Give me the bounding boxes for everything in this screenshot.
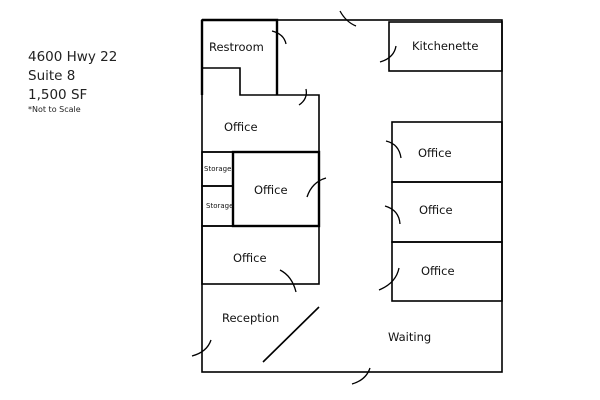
room-office-r3: Office — [421, 264, 455, 278]
room-storage1: Storage — [204, 165, 231, 173]
room-office-r1: Office — [418, 146, 452, 160]
office3-wall — [201, 225, 320, 285]
door-office1 — [298, 88, 307, 106]
office1-wall — [202, 67, 320, 153]
restroom-wall — [202, 18, 279, 95]
door-reception — [191, 339, 212, 357]
room-office2: Office — [254, 183, 288, 197]
door-office3 — [279, 269, 297, 293]
room-office-r2: Office — [419, 203, 453, 217]
room-storage2: Storage — [206, 202, 233, 210]
room-waiting: Waiting — [388, 330, 431, 344]
kitchenette-wall — [388, 21, 503, 72]
reception-counter — [262, 306, 320, 363]
room-office3: Office — [233, 251, 267, 265]
room-kitchenette: Kitchenette — [412, 39, 478, 53]
property-info: 4600 Hwy 22 Suite 8 1,500 SF *Not to Sca… — [28, 48, 117, 115]
area: 1,500 SF — [28, 87, 88, 103]
room-reception: Reception — [222, 311, 279, 325]
door-office-r2 — [384, 205, 401, 225]
door-office-r1 — [385, 140, 402, 159]
office-r3-wall — [391, 241, 503, 302]
door-office-r3 — [378, 267, 400, 291]
door-office2 — [306, 177, 327, 198]
address: 4600 Hwy 22 — [28, 49, 118, 65]
room-office1: Office — [224, 120, 258, 134]
room-restroom: Restroom — [209, 40, 264, 54]
scale-note: *Not to Scale — [28, 105, 81, 114]
door-restroom — [271, 30, 287, 45]
suite: Suite 8 — [28, 68, 76, 84]
door-entry-top — [339, 10, 357, 27]
door-kitchenette — [379, 45, 397, 63]
door-entry-bottom — [351, 367, 371, 385]
